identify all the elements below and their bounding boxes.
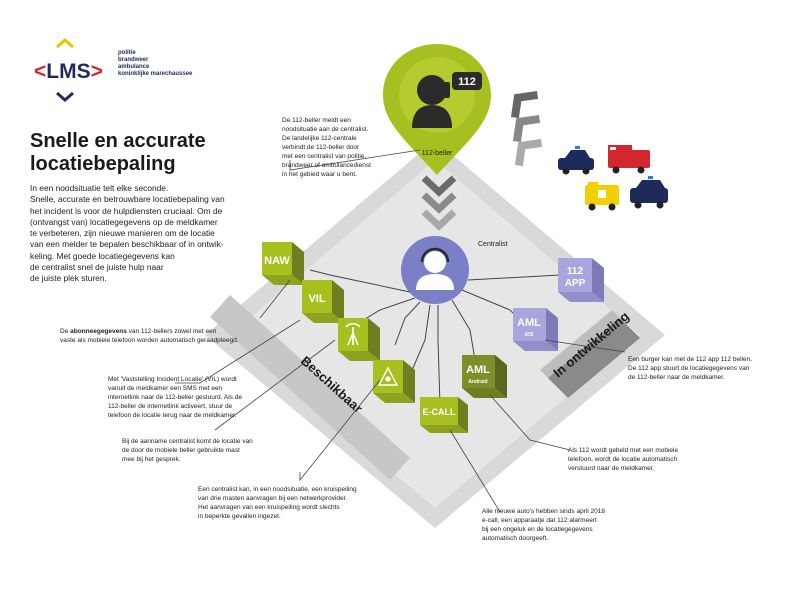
operator-headset-icon (416, 247, 454, 290)
intro-line: de juiste plek sturen. (30, 273, 107, 284)
page-title: Snelle en accurate locatiebepaling (30, 130, 260, 176)
intro-line: van een melder te bepalen beschikbaar of… (30, 239, 224, 250)
mast-note-line: mee bij het gesprek. (122, 456, 181, 463)
aml-android-label: AML (466, 364, 490, 376)
police-car-icon (558, 146, 594, 175)
chevrons-to-services (510, 90, 543, 167)
triangulation-tile (373, 360, 415, 403)
caller-112-badge (452, 72, 482, 90)
aml-note: Als 112 wordt gebeld met een mobiele tel… (568, 446, 748, 473)
aml-ios-label: AML (517, 317, 541, 329)
title-line-1: Snelle en accurate (30, 130, 206, 152)
caller-desc-line: met een centralist van politie, (282, 153, 367, 160)
radio-mast-icon (345, 322, 361, 346)
caller-desc-line: in het gebied waar u bent. (282, 171, 357, 178)
caller-desc-line: De landelijke 112-centrale (282, 135, 357, 142)
kruis-note-line: in beperkte gevallen ingezet. (198, 513, 281, 520)
lms-logo: <LMS> (28, 38, 118, 108)
caller-desc-line: verbindt de 112-beller door (282, 144, 360, 151)
naw-note-line: vaste als mobiele telefoon worden automa… (60, 337, 239, 344)
caller-phone-icon (412, 75, 452, 128)
intro-line: (ontvangst van) locatiegegevens op de me… (30, 216, 218, 227)
vil-tile: VIL (302, 280, 344, 323)
intro-line: In een noodsituatie telt elke seconde. (30, 183, 169, 193)
intro-line: Snelle, accurate en betrouwbare locatieb… (30, 194, 225, 205)
naw-tile-label: NAW (264, 255, 290, 267)
app-note-line: De 112 app stuurt de locatiegegevens van (628, 365, 750, 372)
app-tile-top: 112 (567, 266, 584, 277)
naw-note-line: De abonneegegevens van 112-bellers zowel… (60, 328, 217, 335)
vil-note-line: telefoon de locatie terug naar de meldka… (108, 412, 237, 419)
naw-note: De abonneegegevens van 112-bellers zowel… (60, 327, 290, 345)
intro-paragraph: In een noodsituatie telt elke seconde. S… (30, 183, 262, 285)
ecall-note: Alle nieuwe auto's hebben sinds april 20… (482, 507, 672, 543)
chevrons-down (421, 175, 457, 231)
ecall-tile: E-CALL (420, 397, 468, 433)
org-item: ambulance (118, 64, 150, 70)
intro-line: te verbeteren, zijn nieuwe manieren om d… (30, 228, 215, 239)
development-band (548, 318, 640, 398)
caller-badge-text: 112 (458, 76, 476, 88)
aml-android-sublabel: Android (468, 379, 487, 385)
title-line-2: locatiebepaling (30, 153, 176, 175)
vil-note: Met 'Vaststelling Incident Locatie' (VIL… (108, 375, 308, 420)
aml-android-tile: AML Android (462, 355, 507, 398)
app-note: Een burger kan met de 112 app 112 bellen… (628, 355, 798, 382)
logo-chevrons-icon (56, 38, 74, 102)
vil-note-line: vanuit de meldkamer een SMS met een (108, 385, 223, 392)
aml-ios-tile: AML iOS (513, 308, 558, 351)
caller-description: De 112-beller meldt een noodsituatie aan… (282, 116, 432, 179)
ambulance-icon (585, 182, 619, 211)
ecall-note-line: e-call, een apparaatje dat 112 alarmeert (482, 517, 597, 524)
callout-lines (175, 149, 626, 513)
vil-note-line: 112-beller de internetlink activeert, st… (108, 403, 233, 410)
app-note-line: Een burger kan met de 112 app 112 bellen… (628, 356, 753, 363)
aml-note-line: verstuurd naar de meldkamer. (568, 465, 655, 472)
mast-note-line: Bij de aanname centralist komt de locati… (122, 438, 253, 445)
org-item: politie (118, 50, 136, 56)
mast-note-line: de door de mobiele beller gebruikte mast (122, 447, 240, 454)
logo-text: <LMS> (34, 60, 103, 83)
intro-line: het incident is voor de hulpdiensten cru… (30, 205, 223, 216)
kruispeiling-note: Een centralist kan, in een noodsituatie,… (198, 485, 408, 521)
org-item: brandweer (118, 57, 149, 63)
vil-tile-label: VIL (308, 293, 325, 305)
caller-desc-line: brandweer of ambulancedienst (282, 162, 371, 169)
development-band-top (540, 310, 620, 378)
ecall-note-line: Alle nieuwe auto's hebben sinds april 20… (482, 508, 606, 515)
naw-tile: NAW (262, 242, 304, 285)
centralist-label: Centralist (478, 241, 508, 248)
app-tile-bottom: APP (565, 278, 586, 289)
app-112-tile: 112 APP (558, 258, 604, 302)
caller-desc-line: De 112-beller meldt een (282, 117, 351, 124)
available-band (210, 295, 410, 480)
aml-note-line: Als 112 wordt gebeld met een mobiele (568, 447, 679, 454)
centralist-node: Centralist (401, 236, 508, 304)
triangulation-icon (377, 366, 399, 386)
aml-note-line: telefoon, wordt de locatie automatisch (568, 456, 678, 463)
vil-note-line: internetlink naar de 112-beller gestuurd… (108, 394, 242, 401)
fire-truck-icon (608, 145, 650, 174)
caller-label: 112-beller (422, 150, 453, 157)
org-item: koninklijke marechaussee (118, 71, 193, 77)
ecall-note-line: automatisch doorgeeft. (482, 535, 549, 542)
mast-note: Bij de aanname centralist komt de locati… (122, 437, 312, 464)
kruis-note-line: van drie masten aanvragen bij een netwer… (198, 495, 348, 502)
ecall-note-line: bij een ongeluk en de locatiegegevens (482, 526, 593, 533)
police-van-icon (630, 176, 668, 209)
aml-ios-sublabel: iOS (525, 332, 534, 338)
mast-tile (338, 318, 380, 361)
intro-line: keling. Met goede locatiegegevens kan (30, 250, 175, 261)
kruis-note-line: Een centralist kan, in een noodsituatie,… (198, 486, 357, 493)
intro-line: de centralist snel de juiste hulp naar (30, 262, 164, 273)
ecall-tile-label: E-CALL (423, 407, 456, 417)
app-note-line: de 112-beller naar de meldkamer. (628, 374, 725, 381)
caller-desc-line: noodsituatie aan de centralist. (282, 126, 369, 133)
vil-note-line: Met 'Vaststelling Incident Locatie' (VIL… (108, 376, 237, 383)
organisation-list: politie brandweer ambulance koninklijke … (118, 50, 192, 78)
caller-pin: 112 112-beller (383, 44, 491, 175)
kruis-note-line: Het aanvragen van een kruispeiling wordt… (198, 504, 340, 511)
